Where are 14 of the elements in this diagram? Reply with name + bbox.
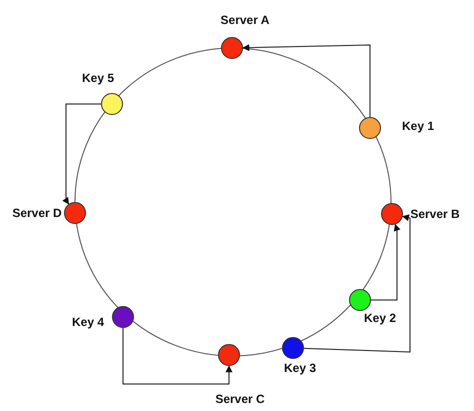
node-label: Server A <box>220 13 270 27</box>
node-label: Server C <box>215 392 265 406</box>
arrow <box>304 214 410 353</box>
arrow <box>242 44 370 118</box>
arrow <box>370 224 400 300</box>
node-label: Key 5 <box>82 71 114 85</box>
node-label: Server B <box>410 207 460 221</box>
node-label: Key 4 <box>72 315 104 329</box>
node-label: Key 1 <box>402 119 434 133</box>
arrow <box>62 104 102 205</box>
node-label: Key 3 <box>284 361 316 375</box>
arrow <box>122 328 232 384</box>
node-label: Key 2 <box>364 311 396 325</box>
node-label: Server D <box>12 206 62 220</box>
